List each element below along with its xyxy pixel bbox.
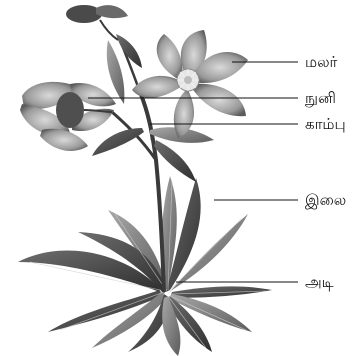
bud-top xyxy=(66,5,128,40)
label-leaf: இலை xyxy=(305,191,346,209)
label-flower: மலர் xyxy=(305,53,338,71)
label-bud: நுனி xyxy=(305,89,336,107)
flower-left xyxy=(20,82,116,151)
plant-illustration xyxy=(18,5,272,356)
label-base: அடி xyxy=(305,273,334,291)
labels: மலர் நுனி காம்பு இலை அடி xyxy=(305,53,346,291)
label-stem: காம்பு xyxy=(305,115,346,133)
basal-leaves xyxy=(18,176,272,356)
